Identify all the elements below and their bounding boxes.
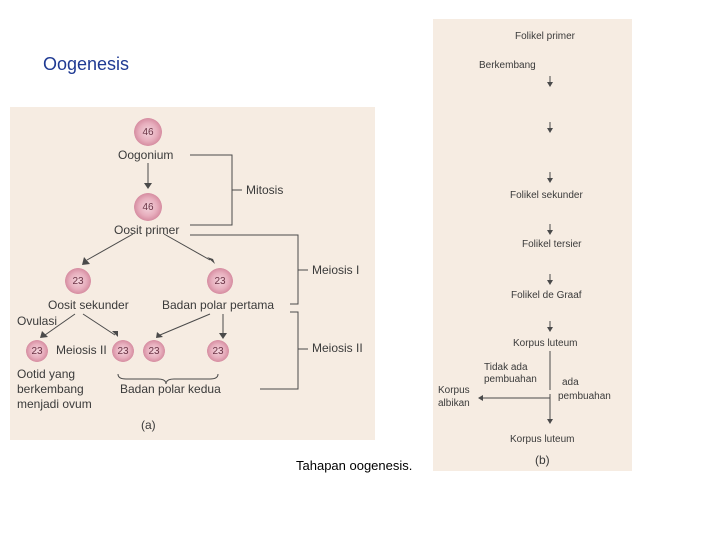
badan-polar-pertama-label: Badan polar pertama bbox=[162, 298, 275, 312]
page-title: Oogenesis bbox=[43, 54, 130, 74]
stage-folikel-tersier: Folikel tersier bbox=[522, 239, 582, 250]
meiosis-2-label: Meiosis II bbox=[312, 341, 363, 355]
label-ada-pembuahan: ada bbox=[562, 377, 579, 388]
stage-folikel-de-graaf: Folikel de Graaf bbox=[511, 290, 582, 301]
stage-korpus-luteum-2: Korpus luteum bbox=[510, 434, 575, 445]
ootid-label-line: berkembang bbox=[17, 382, 84, 396]
stage-folikel-sekunder: Folikel sekunder bbox=[510, 190, 583, 201]
meiosis-1-label: Meiosis I bbox=[312, 263, 360, 277]
ovulasi-label: Ovulasi bbox=[17, 314, 58, 328]
stage-folikel-primer: Folikel primer bbox=[515, 31, 576, 42]
ootid-label-line: Ootid yang bbox=[17, 367, 76, 381]
panel-b-arrows bbox=[478, 76, 553, 424]
figure-caption: Tahapan oogenesis. bbox=[296, 458, 413, 473]
second-polar-body-cell: 23 bbox=[112, 340, 134, 362]
badan-polar-kedua-label: Badan polar kedua bbox=[120, 382, 221, 396]
label-ada-pembuahan: pembuahan bbox=[558, 391, 611, 402]
badan-polar-pertama-cell: 23 bbox=[207, 268, 233, 294]
label-tidak-ada-pembuahan: pembuahan bbox=[484, 374, 537, 385]
oogonium-cell: 46 bbox=[134, 118, 162, 146]
stage-korpus-luteum: Korpus luteum bbox=[513, 338, 578, 349]
follicle-development-panel-b: Folikel primer Berkembang Folikel sekund… bbox=[433, 19, 632, 471]
oosit-primer-cell: 46 bbox=[134, 193, 162, 221]
oosit-sekunder-label: Oosit sekunder bbox=[48, 298, 129, 312]
oogonium-label: Oogonium bbox=[118, 148, 174, 162]
ootid-cell: 23 bbox=[26, 340, 48, 362]
panel-b-label: (b) bbox=[535, 453, 550, 467]
second-polar-body-cell: 23 bbox=[143, 340, 165, 362]
ootid-label-line: menjadi ovum bbox=[17, 397, 92, 411]
oogenesis-diagram-panel-a: 46 Oogonium 46 Oosit primer Mitosis Meio… bbox=[10, 107, 375, 440]
oosit-primer-label: Oosit primer bbox=[114, 223, 180, 237]
stage-korpus-albikan: Korpus bbox=[438, 385, 470, 396]
panel-a-connectors bbox=[40, 154, 308, 390]
mitosis-label: Mitosis bbox=[246, 183, 284, 197]
stage-berkembang: Berkembang bbox=[479, 60, 536, 71]
meiosis-2-inline-label: Meiosis II bbox=[56, 343, 107, 357]
panel-a-label: (a) bbox=[141, 418, 156, 432]
second-polar-body-cell: 23 bbox=[207, 340, 229, 362]
stage-korpus-albikan: albikan bbox=[438, 398, 470, 409]
oosit-sekunder-cell: 23 bbox=[65, 268, 91, 294]
label-tidak-ada-pembuahan: Tidak ada bbox=[484, 362, 528, 373]
